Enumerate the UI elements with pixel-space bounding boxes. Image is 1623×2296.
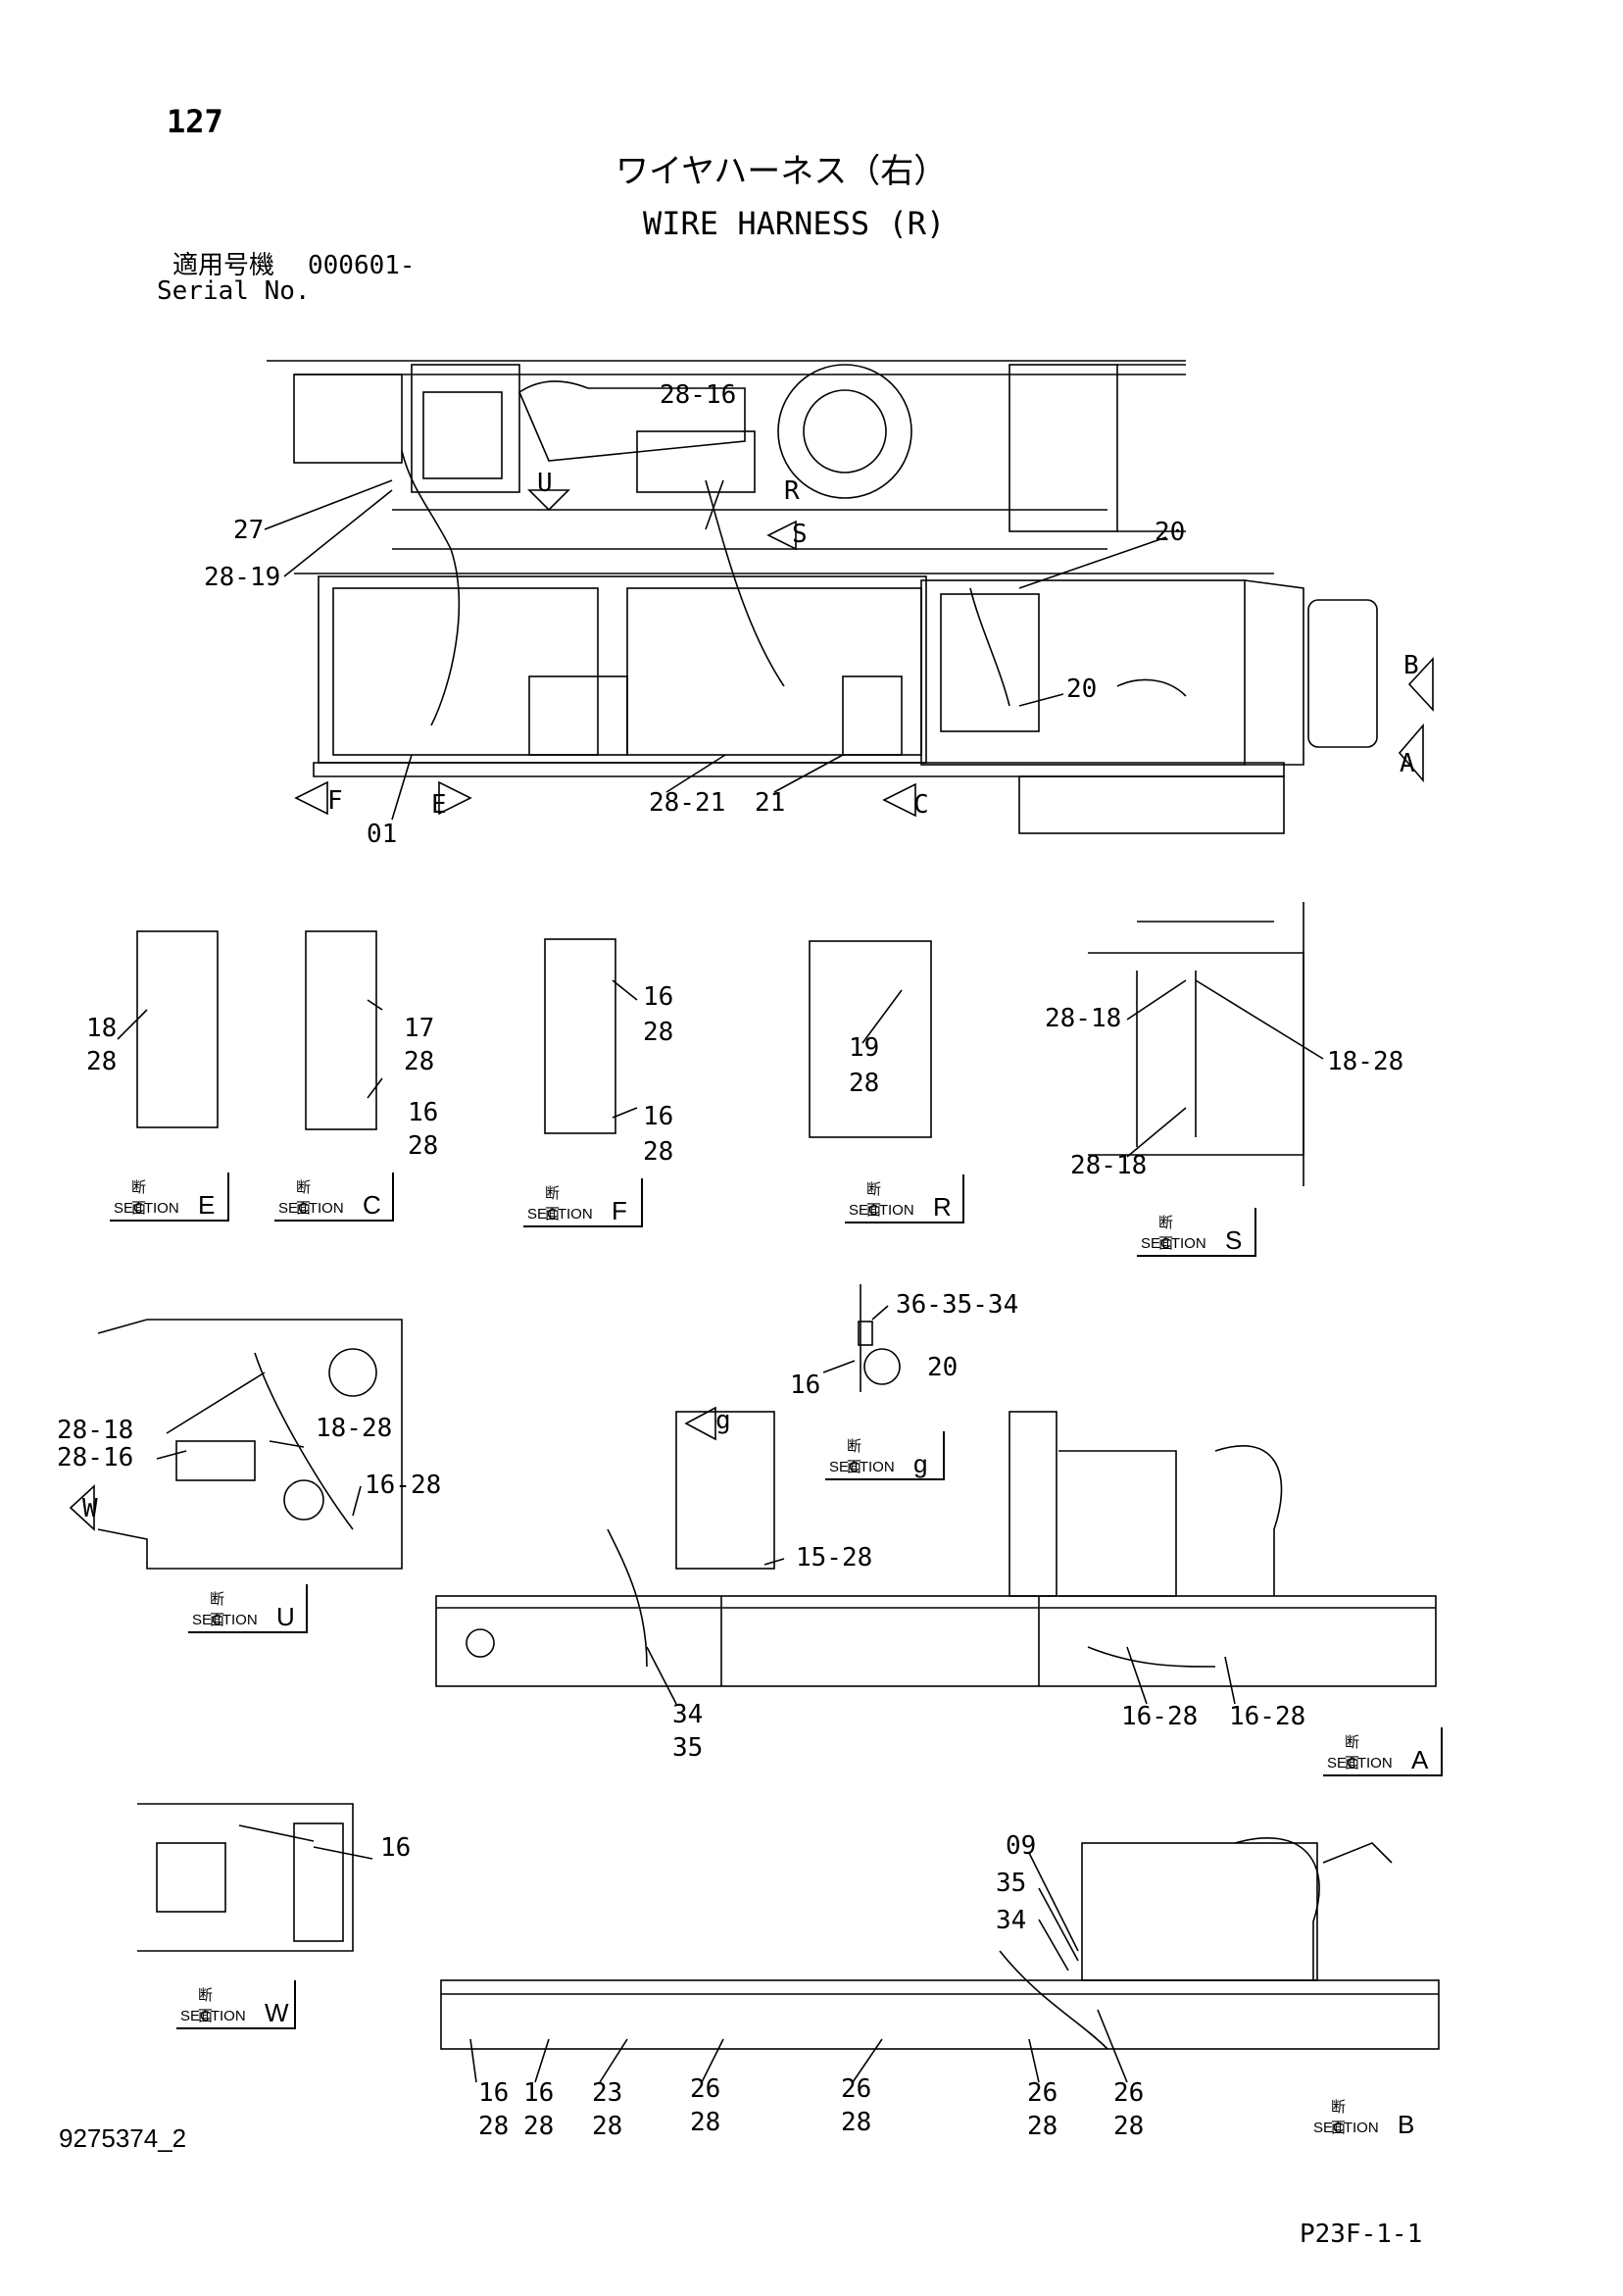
marker-U: U — [537, 469, 553, 498]
callout-b-28c: 28 — [592, 2112, 623, 2141]
callout-b-16a: 16 — [478, 2078, 510, 2108]
callout-28-21: 28-21 — [649, 788, 726, 818]
view-arrow-B — [1407, 656, 1434, 713]
callout-c-17: 17 — [404, 1014, 435, 1043]
view-arrow-g — [684, 1406, 716, 1441]
callout-b-26d: 26 — [1113, 2078, 1145, 2108]
callout-r-19: 19 — [849, 1033, 880, 1063]
callout-a-16-28b: 16-28 — [1229, 1702, 1306, 1731]
callout-u-16-28: 16-28 — [365, 1471, 442, 1500]
serial-label-jp: 適用号機 — [172, 251, 275, 280]
callout-s-28-18b: 28-18 — [1070, 1151, 1148, 1180]
callout-b-16b: 16 — [523, 2078, 555, 2108]
title-english: WIRE HARNESS (R) — [643, 205, 946, 242]
callout-b-28b: 28 — [523, 2112, 555, 2141]
callout-a-34: 34 — [672, 1700, 704, 1729]
callout-20-b: 20 — [1066, 674, 1098, 704]
callout-r-28: 28 — [849, 1069, 880, 1098]
callout-s-28-18a: 28-18 — [1045, 1004, 1122, 1033]
callout-b-26c: 26 — [1027, 2078, 1058, 2108]
callout-a-15-28: 15-28 — [796, 1543, 873, 1572]
marker-A: A — [1400, 749, 1415, 778]
callout-u-28-18: 28-18 — [57, 1416, 134, 1445]
marker-B: B — [1403, 651, 1419, 680]
marker-W: W — [82, 1494, 98, 1523]
marker-R: R — [784, 476, 800, 506]
callout-u-28-16: 28-16 — [57, 1443, 134, 1472]
serial-value: 000601- — [308, 251, 416, 280]
callout-b-35: 35 — [996, 1869, 1027, 1898]
callout-f-16a: 16 — [643, 982, 674, 1012]
callout-b-34: 34 — [996, 1906, 1027, 1935]
callout-s-18-28: 18-28 — [1327, 1047, 1404, 1076]
callout-e-18: 18 — [86, 1014, 118, 1043]
page-code: P23F-1-1 — [1300, 2220, 1423, 2249]
callout-21: 21 — [755, 788, 786, 818]
callout-u-18-28: 18-28 — [316, 1414, 393, 1443]
callout-c-28b: 28 — [408, 1131, 439, 1161]
callout-b-28d: 28 — [690, 2108, 721, 2137]
callout-a-35: 35 — [672, 1733, 704, 1763]
callout-g-20: 20 — [927, 1353, 959, 1382]
callout-b-28a: 28 — [478, 2112, 510, 2141]
callout-27: 27 — [233, 516, 265, 545]
callout-c-28a: 28 — [404, 1047, 435, 1076]
callout-b-09: 09 — [1006, 1831, 1037, 1861]
callout-a-16-28a: 16-28 — [1121, 1702, 1199, 1731]
callout-g-36-35-34: 36-35-34 — [896, 1290, 1019, 1320]
view-arrow-F — [294, 780, 328, 816]
callout-f-28a: 28 — [643, 1018, 674, 1047]
view-arrow-E — [438, 780, 472, 816]
view-arrow-C — [882, 782, 916, 818]
marker-E: E — [431, 790, 447, 820]
callout-e-28: 28 — [86, 1047, 118, 1076]
title-japanese: ワイヤハーネス（右） — [615, 152, 948, 191]
page-number: 127 — [167, 103, 223, 140]
callout-b-28g: 28 — [1113, 2112, 1145, 2141]
callout-b-23: 23 — [592, 2078, 623, 2108]
callout-28-19: 28-19 — [204, 563, 281, 592]
callout-b-28e: 28 — [841, 2108, 872, 2137]
view-arrow-U — [527, 489, 570, 512]
callout-b-28f: 28 — [1027, 2112, 1058, 2141]
marker-S: S — [792, 520, 808, 549]
callout-f-28b: 28 — [643, 1137, 674, 1167]
callout-f-16b: 16 — [643, 1102, 674, 1131]
marker-F: F — [327, 786, 343, 816]
callout-b-26b: 26 — [841, 2074, 872, 2104]
callout-b-26a: 26 — [690, 2074, 721, 2104]
callout-w-16: 16 — [380, 1833, 412, 1863]
marker-g: g — [715, 1406, 731, 1435]
view-arrow-A — [1398, 723, 1424, 783]
callout-28-16: 28-16 — [660, 380, 737, 410]
drawing-number: 9275374_2 — [59, 2123, 187, 2153]
main-plan-view — [267, 360, 1378, 834]
callout-g-16: 16 — [790, 1371, 821, 1400]
callout-c-16: 16 — [408, 1098, 439, 1127]
marker-C: C — [913, 790, 929, 820]
callout-01: 01 — [367, 820, 398, 849]
view-arrow-W — [69, 1484, 95, 1531]
view-arrow-S — [766, 520, 797, 551]
callout-20-a: 20 — [1155, 518, 1186, 547]
serial-label-en: Serial No. — [157, 276, 311, 306]
